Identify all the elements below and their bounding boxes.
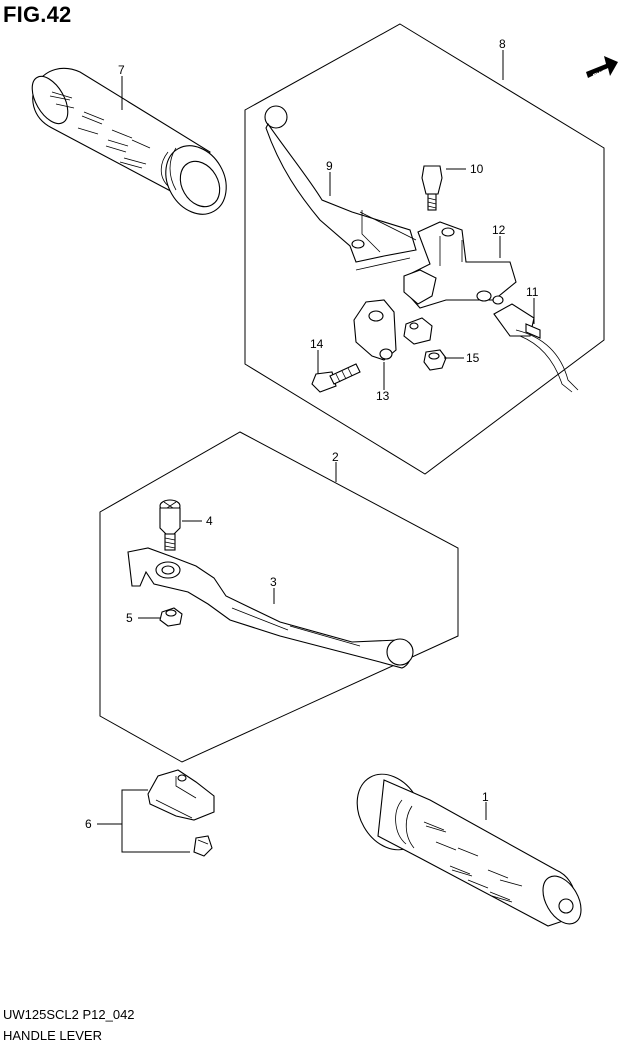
lever-part-9 [264,105,417,271]
nut-part-15 [423,349,447,371]
switch-part-11 [493,303,579,393]
bolt-part-10 [421,165,443,211]
callout-5: 5 [126,611,133,625]
callout-11: 11 [526,285,539,299]
bracket-6 [121,789,190,853]
assembly-outline-8 [244,23,605,475]
callout-13: 13 [376,389,390,403]
left-grip-part-7 [31,67,227,215]
callout-3: 3 [270,575,277,589]
clamp-part-13 [353,299,433,361]
bracket-part-12 [403,221,517,309]
figure-title: FIG.42 [3,2,72,27]
long-bolt-part-14 [311,363,361,393]
callout-7: 7 [118,63,125,77]
footer-model-code: UW125SCL2 P12_042 [3,1007,135,1022]
callout-4: 4 [206,514,213,528]
callout-10: 10 [470,162,484,176]
switch-part-6 [147,769,215,857]
callout-14: 14 [310,337,324,351]
right-grip-part-1 [356,773,582,927]
callout-1: 1 [482,790,489,804]
callout-9: 9 [326,159,333,173]
leader-lines [121,50,535,820]
callout-2: 2 [332,450,339,464]
lever-part-3 [127,547,414,669]
callout-6: 6 [85,817,92,831]
nut-part-5 [159,607,183,627]
callout-15: 15 [466,351,480,365]
fwd-arrow-icon: FWD [586,56,618,81]
footer-section-name: HANDLE LEVER [3,1028,102,1043]
assembly-outline-2 [99,431,459,763]
callout-8: 8 [499,37,506,51]
callout-12: 12 [492,223,506,237]
pivot-bolt-part-4 [159,499,181,551]
